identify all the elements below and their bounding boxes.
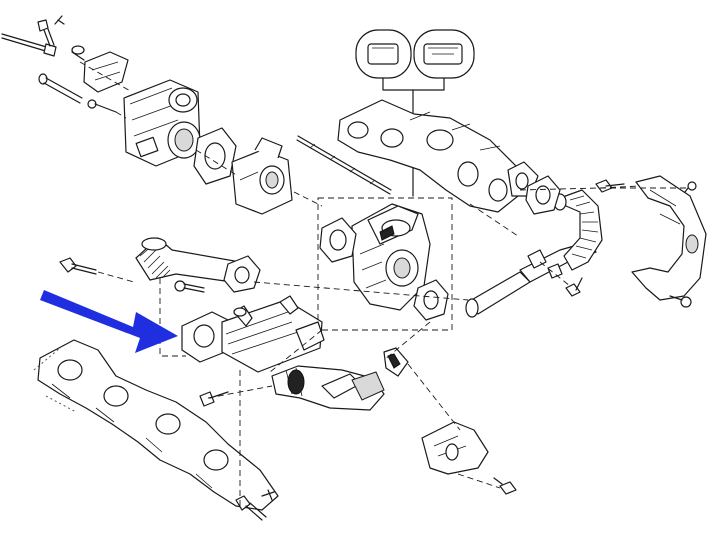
assembly-leader-lines bbox=[79, 61, 686, 510]
egr-valve-group-outline bbox=[317, 197, 453, 331]
pipe-clip-mid bbox=[527, 249, 563, 279]
egr-valve-housing bbox=[231, 137, 293, 215]
flex-pipe-left bbox=[135, 237, 261, 293]
gasket-throttle bbox=[193, 127, 237, 185]
gasket-egr-valve-left bbox=[319, 217, 357, 263]
cooler-outlet-tube bbox=[271, 365, 385, 411]
intake-manifold bbox=[33, 339, 279, 511]
gasket-egr-valve-right bbox=[413, 279, 449, 321]
bracket-right bbox=[631, 175, 707, 301]
hose-clamp-upper bbox=[525, 175, 561, 215]
bolt-top-left-short bbox=[37, 15, 65, 47]
bolt-left-mid bbox=[38, 73, 83, 104]
highlight-arrow bbox=[40, 290, 178, 353]
bypass-valve-clip bbox=[383, 347, 409, 377]
actuator-bracket bbox=[83, 51, 129, 93]
bolt-manifold-lower bbox=[235, 489, 275, 521]
bolt-right-lower bbox=[565, 277, 583, 297]
bolt-left-lower bbox=[87, 99, 117, 113]
bolt-cooler-top bbox=[174, 280, 205, 293]
bolt-bracket-lower bbox=[669, 295, 692, 308]
bolt-top-washer bbox=[71, 45, 85, 61]
long-stud bbox=[296, 135, 392, 195]
bracket-small bbox=[421, 421, 489, 475]
bolt-bracket-small bbox=[493, 477, 517, 495]
bolt-right-top bbox=[595, 179, 625, 193]
bolt-flex-pipe bbox=[59, 257, 97, 275]
throttle-actuator bbox=[123, 79, 201, 167]
bolt-top-left-long bbox=[1, 33, 57, 57]
bolt-lower-cooler bbox=[199, 391, 229, 407]
egr-cooler bbox=[181, 295, 325, 373]
exhaust-manifold bbox=[337, 99, 521, 213]
